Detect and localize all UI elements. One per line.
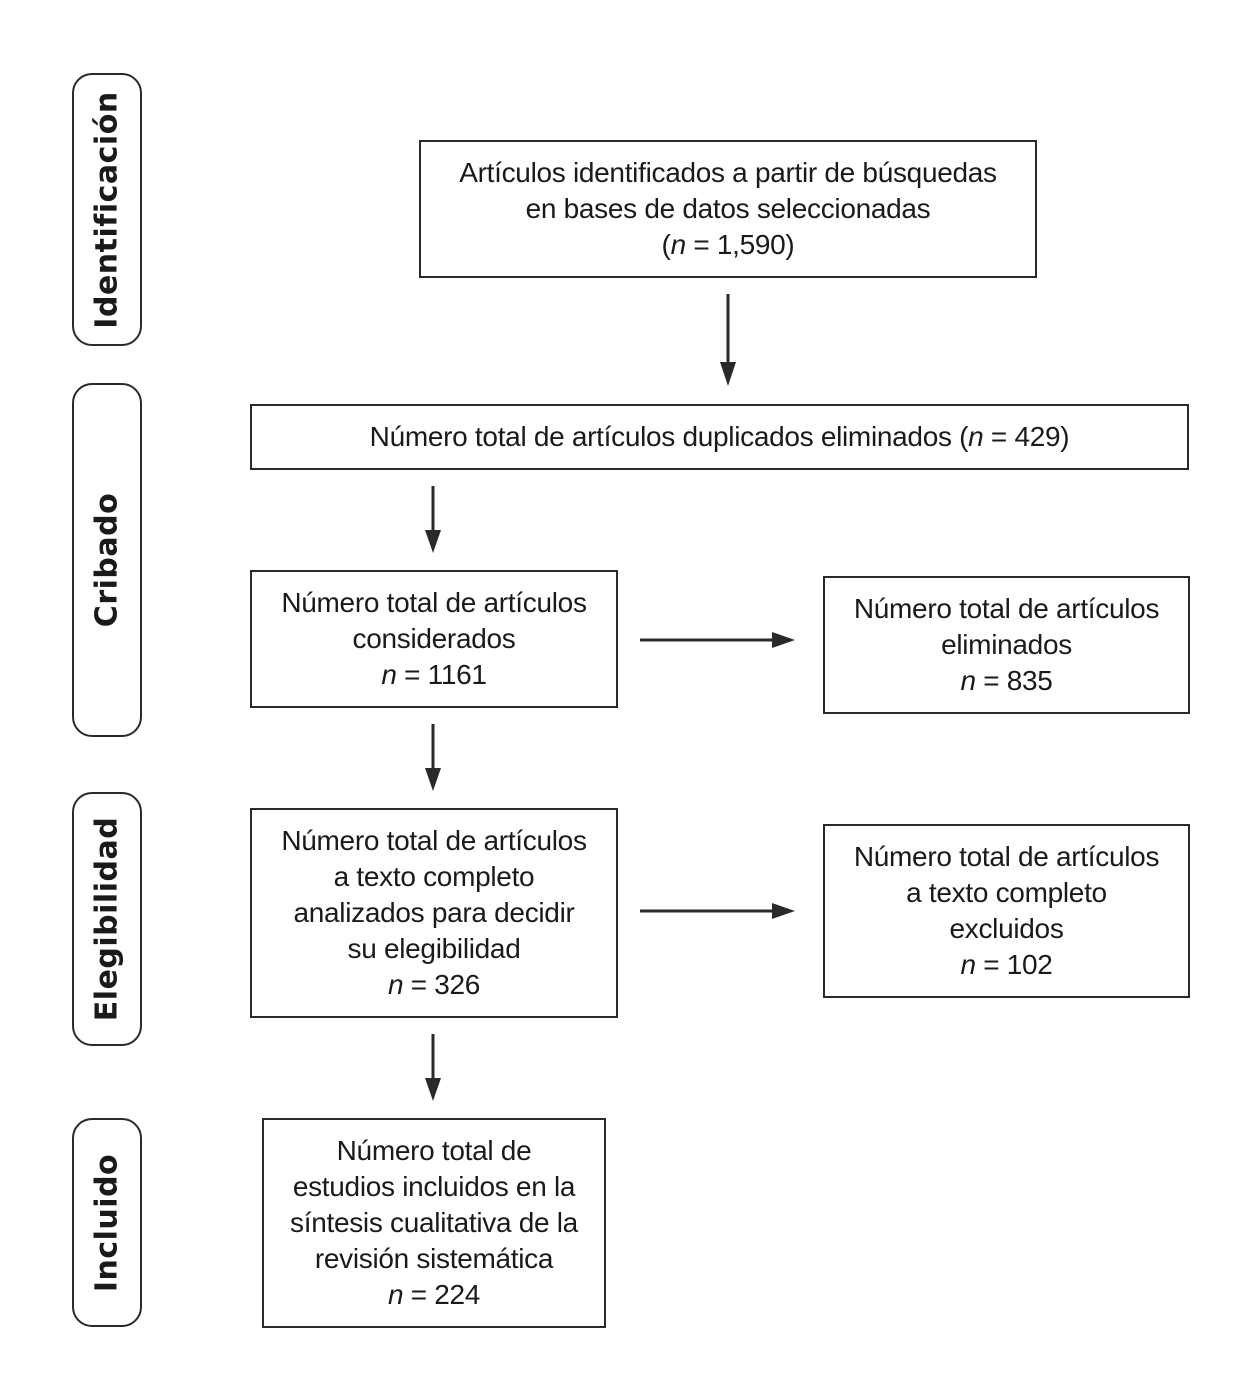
box-n-count: (n = 1,590) <box>661 229 795 260</box>
stage-identificacion: Identificación <box>72 73 142 346</box>
box-text-line: Número total de artículos <box>853 841 1160 872</box>
box-articles-considered: Número total de artículos considerados n… <box>250 570 618 708</box>
box-n-count: n = 1161 <box>381 659 487 690</box>
stage-label-cribado: Cribado <box>89 492 125 628</box>
box-fulltext-excluded: Número total de artículos a texto comple… <box>823 824 1190 998</box>
box-n-count: n = 102 <box>960 949 1053 980</box>
box-text-line: en bases de datos seleccionadas <box>525 193 931 224</box>
box-n-count: n = 224 <box>387 1279 481 1310</box>
box-text-line: Número total de artículos <box>281 825 587 856</box>
box-text-line: Número total de artículos <box>853 593 1160 624</box>
box-text-line: eliminados <box>941 629 1072 660</box>
box-text-line: excluidos <box>949 913 1064 944</box>
box-text-line: revisión sistemática <box>314 1243 554 1274</box>
arrow-identified-to-duplicates <box>720 294 736 386</box>
box-text-line: a texto completo <box>906 877 1107 908</box>
box-text-line: analizados para decidir <box>293 897 575 928</box>
arrow-considered-to-fulltext <box>425 724 441 791</box>
box-studies-included: Número total de estudios incluidos en la… <box>262 1118 606 1328</box>
box-text-line: a texto completo <box>333 861 535 892</box>
box-text-line: estudios incluidos en la <box>292 1171 576 1202</box>
arrow-fulltext-to-included <box>425 1034 441 1101</box>
box-n-count: Número total de artículos duplicados eli… <box>369 421 1070 452</box>
arrow-duplicates-to-considered <box>425 486 441 553</box>
box-text-line: Número total de artículos <box>281 587 587 618</box>
box-identified-articles: Artículos identificados a partir de búsq… <box>419 140 1037 278</box>
stage-elegibilidad: Elegibilidad <box>72 792 142 1046</box>
stage-label-identificacion: Identificación <box>89 90 125 329</box>
box-text-line: síntesis cualitativa de la <box>290 1207 578 1238</box>
stage-cribado: Cribado <box>72 383 142 737</box>
box-text-line: Artículos identificados a partir de búsq… <box>459 157 997 188</box>
box-text-line: Número total de <box>336 1135 532 1166</box>
arrow-fulltext-to-excluded <box>640 903 795 919</box>
box-n-count: n = 326 <box>387 969 481 1000</box>
box-n-count: n = 835 <box>960 665 1053 696</box>
stage-label-elegibilidad: Elegibilidad <box>89 816 125 1022</box>
box-articles-removed: Número total de artículos eliminados n =… <box>823 576 1190 714</box>
box-text-line: considerados <box>352 623 516 654</box>
arrow-considered-to-removed <box>640 632 795 648</box>
box-duplicates-removed: Número total de artículos duplicados eli… <box>250 404 1189 470</box>
box-text-line: su elegibilidad <box>347 933 521 964</box>
stage-incluido: Incluido <box>72 1118 142 1327</box>
box-fulltext-assessed: Número total de artículos a texto comple… <box>250 808 618 1018</box>
stage-label-incluido: Incluido <box>89 1153 125 1292</box>
